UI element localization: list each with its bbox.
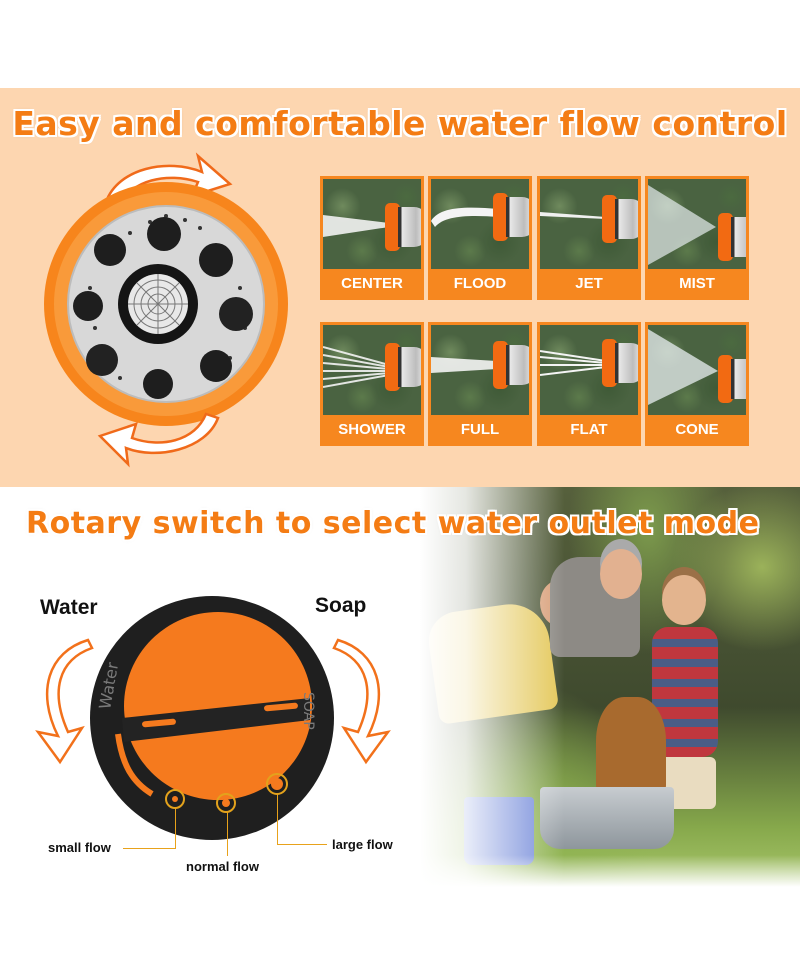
- soap-label: Soap: [315, 594, 367, 617]
- mode-tile-center: CENTER: [320, 176, 424, 300]
- mode-label: MIST: [679, 275, 715, 292]
- rotary-switch-title: Rotary switch to select water outlet mod…: [26, 506, 760, 541]
- spray-jet-icon: [540, 212, 606, 219]
- large-flow-label: large flow: [332, 837, 393, 852]
- nozzle-icon: [385, 343, 421, 391]
- mode-photo: [323, 325, 421, 415]
- mode-photo: [431, 325, 529, 415]
- mode-photo: [431, 179, 529, 269]
- family-washing-dog-photo: [420, 487, 800, 887]
- mode-photo: [323, 179, 421, 269]
- mode-tile-full: FULL: [428, 322, 532, 446]
- flow-control-title: Easy and comfortable water flow control: [12, 104, 788, 143]
- nozzle-icon: [385, 203, 421, 251]
- spray-flood-icon: [431, 207, 499, 227]
- nozzle-icon: [493, 341, 529, 389]
- mode-photo: [540, 325, 638, 415]
- small-flow-label: small flow: [48, 840, 111, 855]
- spray-cone-icon: [648, 329, 718, 405]
- leader-small-flow-h: [123, 848, 176, 849]
- mode-tile-shower: SHOWER: [320, 322, 424, 446]
- mode-photo: [648, 179, 746, 269]
- mode-tile-flat: FLAT: [537, 322, 641, 446]
- mode-label: FULL: [460, 421, 500, 438]
- nozzle-icon: [718, 355, 746, 403]
- nozzle-icon: [602, 339, 638, 387]
- spray-shower-icon: [323, 346, 390, 388]
- rotary-dial: Water SOAP: [90, 596, 334, 840]
- mode-tile-flood: FLOOD: [428, 176, 532, 300]
- normal-flow-label: normal flow: [186, 859, 259, 874]
- nozzle-icon: [602, 195, 638, 243]
- mode-tile-mist: MIST: [645, 176, 749, 300]
- mode-label: SHOWER: [338, 421, 406, 438]
- rotate-arrow-bottom-icon: [97, 412, 220, 468]
- leader-small-flow: [175, 808, 176, 848]
- leader-normal-flow: [227, 812, 228, 856]
- mode-label: JET: [575, 275, 603, 292]
- mode-label: CONE: [675, 421, 719, 438]
- spray-mist-icon: [648, 185, 716, 265]
- water-label: Water: [40, 596, 98, 619]
- mode-tile-jet: JET: [537, 176, 641, 300]
- curved-arrow-right-icon: [332, 638, 391, 765]
- spray-center-icon: [323, 215, 389, 237]
- ring-text-soap: SOAP: [300, 692, 316, 730]
- nozzle-face-icon: [44, 182, 288, 426]
- mode-label: FLAT: [570, 421, 608, 438]
- spray-full-icon: [431, 357, 497, 373]
- nozzle-icon: [493, 193, 529, 241]
- mode-tile-cone: CONE: [645, 322, 749, 446]
- leader-large-flow-h: [277, 844, 327, 845]
- nozzle-icon: [718, 213, 746, 261]
- mode-photo: [648, 325, 746, 415]
- leader-large-flow: [277, 794, 278, 844]
- mode-label: FLOOD: [453, 275, 507, 292]
- mode-label: CENTER: [341, 275, 403, 292]
- spray-flat-icon: [540, 350, 607, 376]
- top-white-strip: [0, 0, 800, 88]
- curved-arrow-left-icon: [35, 638, 94, 765]
- mode-photo: [540, 179, 638, 269]
